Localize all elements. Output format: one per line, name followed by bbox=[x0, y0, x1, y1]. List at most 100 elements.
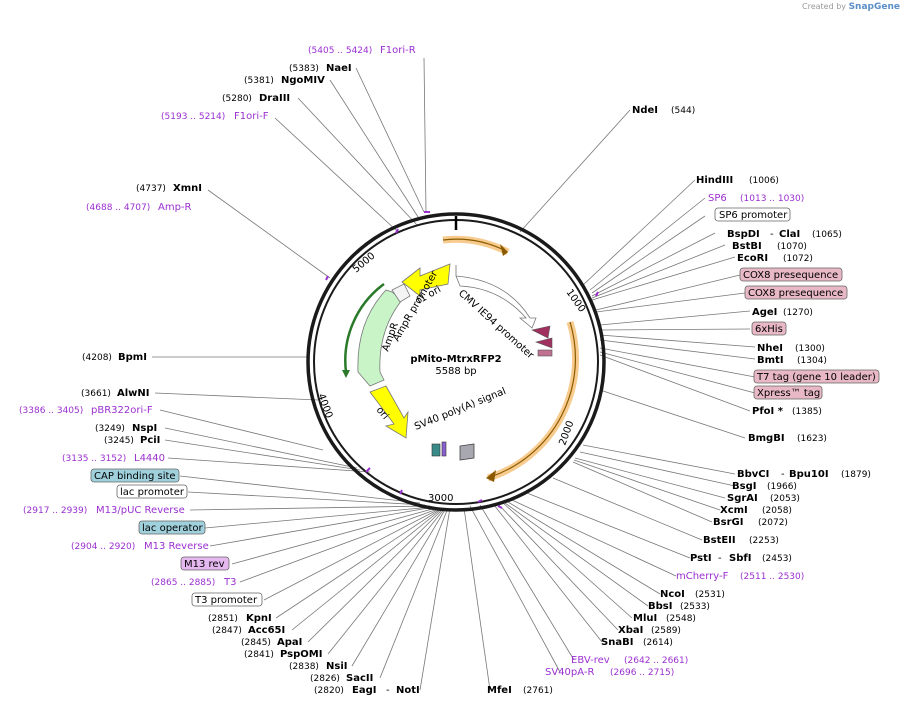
xpress-label: Xpress™ tag bbox=[757, 388, 820, 399]
site-bspdi: BspDI bbox=[727, 229, 760, 240]
his-label: 6xHis bbox=[755, 324, 783, 335]
primer-m13puc-range: (2917 .. 2939) bbox=[23, 506, 87, 516]
site-bbvci-pos: (1879) bbox=[841, 470, 871, 480]
lac-operator-box bbox=[138, 520, 206, 535]
primer-m13puc: M13/pUC Reverse bbox=[96, 505, 185, 516]
site-bspdi-sep: - bbox=[770, 229, 774, 240]
ampr-outer-green-head bbox=[342, 370, 350, 378]
site-bstbi: BstBI bbox=[732, 241, 762, 252]
t7-tag-box bbox=[753, 369, 880, 384]
site-clai: ClaI bbox=[779, 229, 800, 240]
ori-feature bbox=[369, 385, 409, 439]
site-pcii-pos: (3245) bbox=[104, 436, 134, 446]
primer-sv40pa: SV40pA-R bbox=[545, 667, 594, 678]
sv40-label: SV40 poly(A) signal bbox=[413, 386, 508, 433]
primer-pbr: pBR322ori-F bbox=[91, 405, 153, 416]
site-nspi-pos: (3249) bbox=[95, 424, 125, 434]
site-psti: PstI bbox=[690, 553, 712, 564]
site-nspi: NspI bbox=[132, 423, 157, 434]
site-bbsi-pos: (2533) bbox=[680, 602, 710, 612]
site-xbai: XbaI bbox=[618, 625, 643, 636]
site-bpu10i: Bpu10I bbox=[789, 469, 829, 480]
f1-ori-feature bbox=[401, 263, 451, 297]
site-nsii: NsiI bbox=[326, 661, 347, 672]
sv40-polya-feature bbox=[459, 443, 475, 461]
primer-t3-range: (2865 .. 2885) bbox=[151, 578, 215, 588]
orange-feature-right-arrow bbox=[486, 470, 496, 482]
site-acc65i-pos: (2847) bbox=[212, 626, 242, 636]
site-apai: ApaI bbox=[277, 637, 302, 648]
primer-l4440-range: (3135 .. 3152) bbox=[62, 454, 126, 464]
primer-f1f-range: (5193 .. 5214) bbox=[161, 112, 225, 122]
t3-promoter-box bbox=[191, 592, 263, 607]
site-naei: NaeI bbox=[326, 63, 352, 74]
leader-lines bbox=[152, 57, 756, 691]
site-bsrgi-pos: (2072) bbox=[758, 518, 788, 528]
lac-promoter-label: lac promoter bbox=[120, 487, 185, 498]
site-pspomi-pos: (2841) bbox=[244, 650, 274, 660]
site-bmgbi: BmgBI bbox=[748, 433, 785, 444]
site-pfoi-pos: (1385) bbox=[792, 407, 822, 417]
his-box bbox=[751, 321, 787, 336]
site-nhei: NheI bbox=[757, 343, 783, 354]
site-bbvci-sep: - bbox=[781, 469, 785, 480]
plasmid-backbone bbox=[306, 212, 606, 512]
cox8-feature-2 bbox=[534, 337, 553, 349]
ampr-promoter-feature bbox=[391, 283, 411, 303]
site-bmti-pos: (1304) bbox=[797, 356, 827, 366]
site-psti-pos: (2453) bbox=[762, 554, 792, 564]
site-draiii-pos: (5280) bbox=[222, 94, 252, 104]
site-hindiii: HindIII bbox=[696, 175, 733, 186]
site-alwni-pos: (3661) bbox=[81, 389, 111, 399]
site-eagi: EagI bbox=[352, 685, 376, 696]
site-agei-pos: (1270) bbox=[783, 308, 813, 318]
cox8-feature-1 bbox=[531, 325, 551, 339]
site-mfei: MfeI bbox=[487, 685, 512, 696]
tag-feature bbox=[537, 349, 553, 357]
cox8-label-1: COX8 presequence bbox=[743, 270, 838, 281]
cox8-box-1 bbox=[739, 267, 843, 282]
site-xcmi-pos: (2058) bbox=[762, 506, 792, 516]
site-naei-pos: (5383) bbox=[289, 64, 319, 74]
watermark-brand: SnapGene bbox=[848, 2, 900, 12]
cap-site-label: CAP binding site bbox=[94, 471, 176, 482]
orange-feature-right-line bbox=[489, 321, 577, 478]
site-acc65i: Acc65I bbox=[248, 625, 285, 636]
site-nsii-pos: (2838) bbox=[289, 662, 319, 672]
site-noti: NotI bbox=[396, 685, 420, 696]
site-pcii: PciI bbox=[140, 435, 160, 446]
site-ncoi-pos: (2531) bbox=[695, 590, 725, 600]
primer-ebv: EBV-rev bbox=[571, 655, 610, 666]
site-ngomiv-pos: (5381) bbox=[244, 76, 274, 86]
sp6-promoter-box bbox=[714, 207, 791, 222]
site-hindiii-pos: (1006) bbox=[749, 176, 779, 186]
site-kpni-pos: (2851) bbox=[208, 614, 238, 624]
site-pfoi: PfoI * bbox=[752, 406, 784, 417]
site-ecori: EcoRI bbox=[737, 253, 768, 264]
site-nhei-pos: (1300) bbox=[795, 344, 825, 354]
t7-tag-label: T7 tag (gene 10 leader) bbox=[756, 372, 876, 383]
site-eagi-pos: (2820) bbox=[314, 686, 344, 696]
sv40-small-2 bbox=[441, 441, 447, 457]
primer-pbr-range: (3386 .. 3405) bbox=[19, 406, 83, 416]
site-snabi: SnaBI bbox=[601, 637, 633, 648]
site-ndei-pos: (544) bbox=[671, 106, 695, 116]
primer-ampr: Amp-R bbox=[158, 202, 192, 213]
primer-m13r: M13 Reverse bbox=[144, 541, 209, 552]
site-bstbi-pos: (1070) bbox=[777, 242, 807, 252]
site-pspomi: PspOMI bbox=[280, 649, 322, 660]
m13-rev-box bbox=[180, 556, 230, 571]
site-sacii-pos: (2826) bbox=[310, 674, 340, 684]
t3-promoter-label: T3 promoter bbox=[194, 595, 258, 606]
lac-promoter-box bbox=[116, 484, 188, 499]
orange-feature-top-arrow bbox=[500, 244, 508, 256]
site-draiii: DraIII bbox=[259, 93, 290, 104]
primer-t3: T3 bbox=[223, 577, 236, 588]
site-bsgi-pos: (1966) bbox=[767, 482, 797, 492]
right-labels: NdeI (544) HindIII (1006) SP6 (1013 .. 1… bbox=[487, 105, 880, 696]
site-bsrgi: BsrGI bbox=[713, 517, 743, 528]
plasmid-name: pMito-MtrxRFP2 bbox=[410, 354, 501, 365]
cox8-box-2 bbox=[744, 285, 848, 300]
site-xbai-pos: (2589) bbox=[651, 626, 681, 636]
site-bmti: BmtI bbox=[757, 355, 784, 366]
